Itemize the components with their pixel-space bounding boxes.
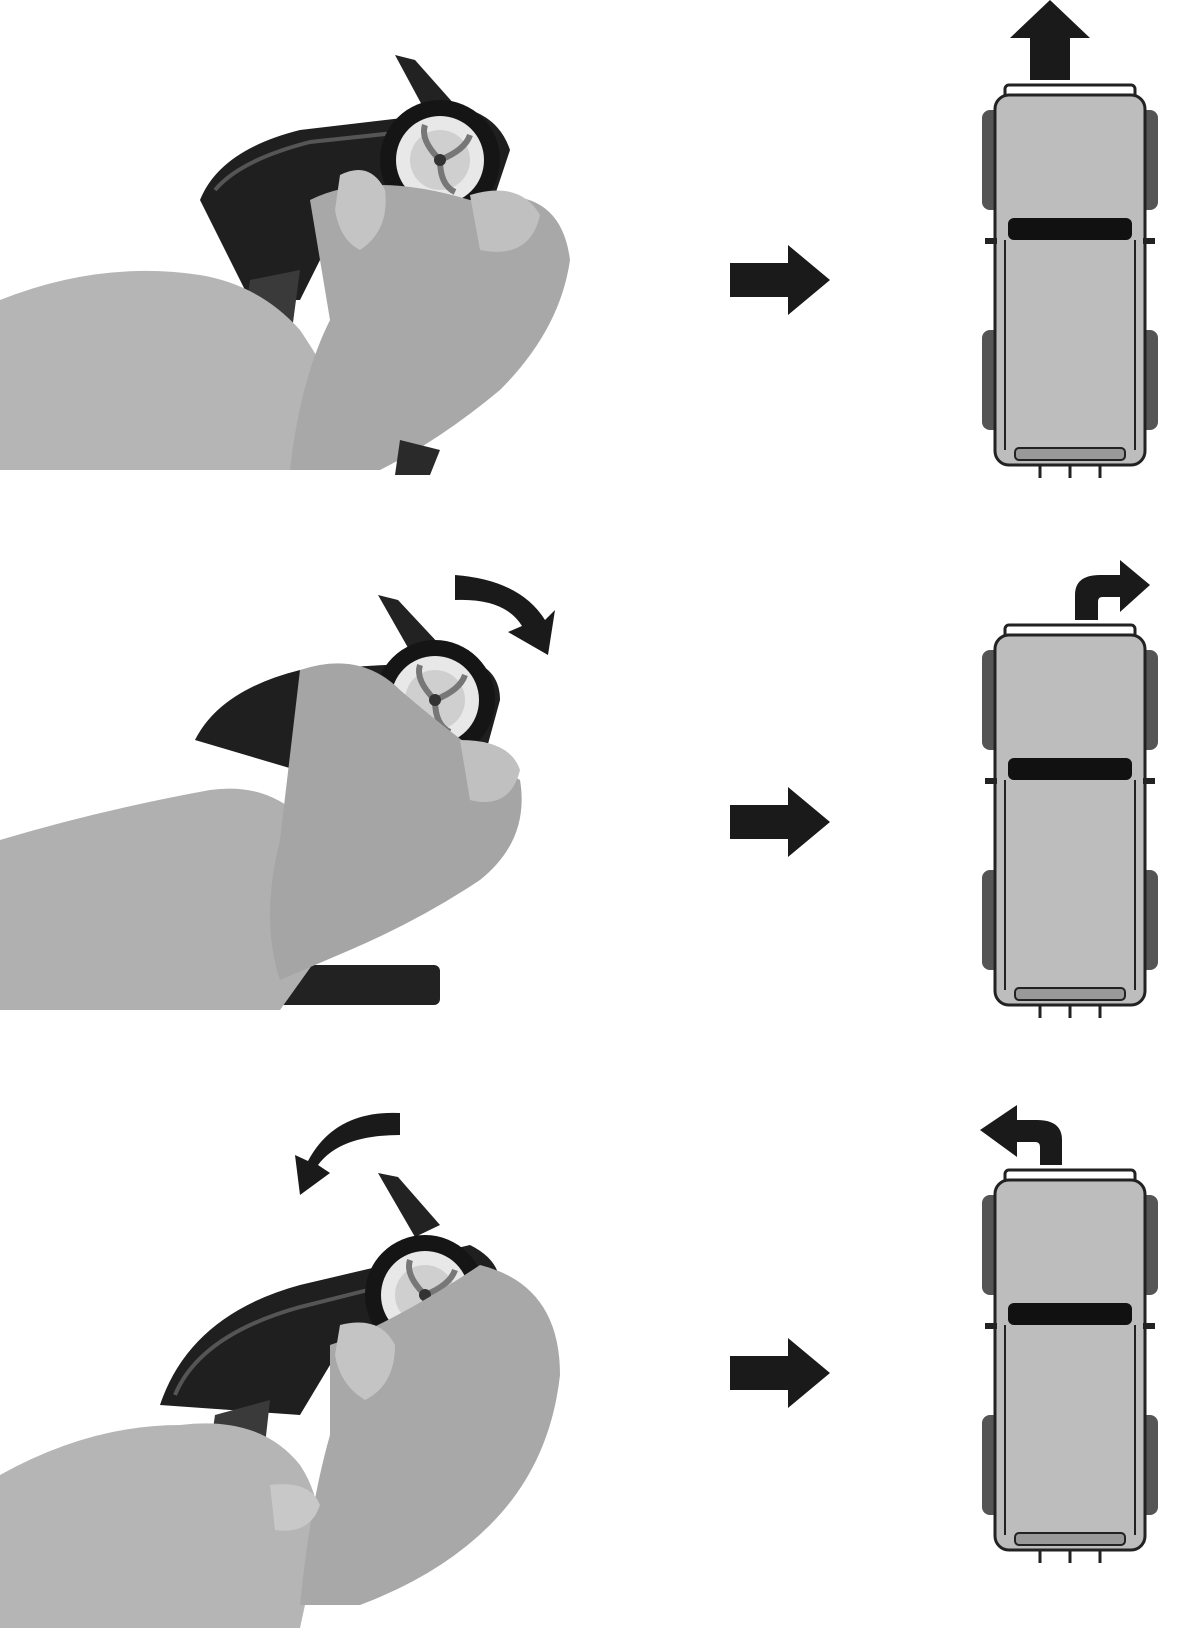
result-arrow-icon: [730, 1338, 830, 1408]
car-top-view-left: [980, 1085, 1160, 1628]
step-row-left: [0, 1085, 1193, 1625]
rotate-clockwise-icon: [455, 575, 555, 655]
car-top-view-forward: [980, 0, 1160, 490]
car-top-view-right: [980, 540, 1160, 1030]
step-row-forward: [0, 0, 1193, 540]
transmitter-in-hand-photo: [0, 540, 600, 1040]
step-row-right: [0, 540, 1193, 1080]
result-arrow-icon: [730, 787, 830, 857]
turn-right-icon: [1075, 560, 1150, 620]
transmitter-in-hand-photo: [0, 1085, 600, 1628]
arrow-up-icon: [1010, 0, 1090, 80]
result-arrow-icon: [730, 245, 830, 315]
turn-left-icon: [980, 1105, 1062, 1165]
transmitter-in-hand-photo: [0, 0, 600, 500]
